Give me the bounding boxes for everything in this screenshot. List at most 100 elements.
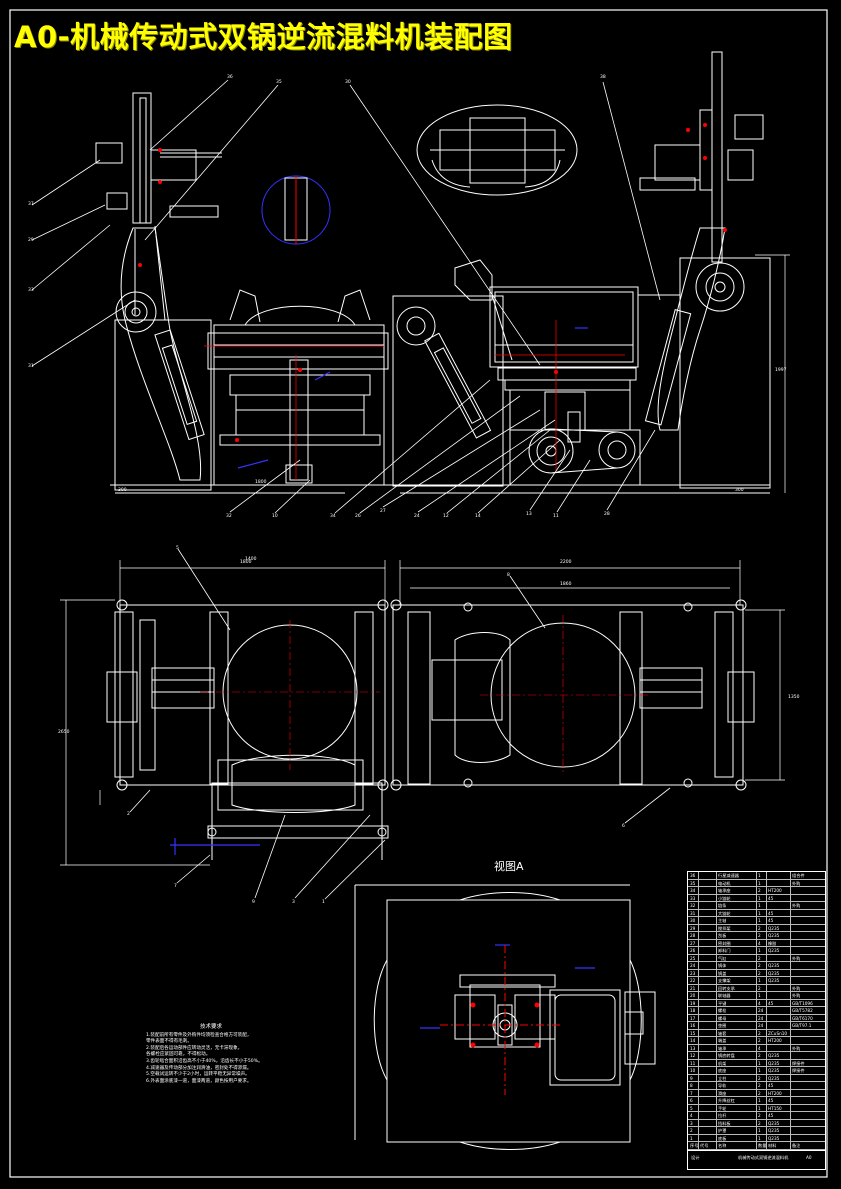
bom-cell: 36 [690, 873, 696, 878]
callout-number: 37 [28, 202, 34, 207]
callout-number: 28 [604, 512, 610, 517]
bom-cell: 6 [690, 1098, 693, 1103]
bom-cell: 卸料门 [718, 948, 731, 953]
bom-cell: 主轴 [718, 918, 727, 923]
bom-cell: Q235 [768, 963, 780, 968]
bom-cell: 锅盖 [718, 970, 727, 976]
callout-number: 24 [414, 514, 420, 519]
callout-number: 8 [507, 573, 510, 578]
view-a [354, 884, 656, 1150]
bom-header-cell: 代号 [700, 1143, 709, 1148]
bom-cell: 35 [690, 880, 696, 886]
bom-cell: 1 [758, 873, 761, 878]
bom-cell: 27 [690, 940, 696, 946]
dimension-label: 2200 [560, 560, 572, 565]
bom-cell: Q235 [768, 1075, 780, 1081]
bom-cell: 组合件 [792, 873, 805, 878]
bom-cell: 1 [758, 1105, 761, 1111]
title-block: 设计 机械传动式双锅逆流混料机 A0 [688, 1150, 825, 1169]
bom-cell: Q235 [768, 1060, 780, 1066]
bom-cell: 2 [758, 1090, 761, 1096]
bom-cell: 13 [690, 1045, 696, 1051]
bom-cell: 底座 [718, 1068, 727, 1073]
bom-cell: 锅底转盘 [718, 1053, 735, 1058]
bom-cell: 23 [690, 970, 696, 976]
note-line: 各螺栓应紧固可靠，不得松动。 [146, 1052, 211, 1058]
bom-cell: 1 [758, 903, 761, 908]
bom-cell: 1 [758, 895, 761, 901]
bom-cell: 外购 [792, 955, 801, 961]
bom-cell: 18 [690, 1008, 696, 1013]
bom-cell: 2 [758, 888, 761, 893]
bom-cell: 5 [690, 1105, 693, 1111]
callout-number: 27 [380, 509, 386, 514]
bom-cell: 24 [758, 1015, 764, 1021]
bom-cell: 19 [690, 1000, 696, 1006]
bom-cell: 升降丝杠 [718, 1098, 735, 1103]
bom-cell: 45 [768, 1083, 774, 1088]
bom-cell: 2 [758, 933, 761, 938]
bom-cell: 1 [758, 978, 761, 983]
bom-cell: 大链轮 [718, 910, 731, 916]
bom-cell: 护罩 [718, 1128, 727, 1133]
bom-cell: 焊接件 [792, 1068, 805, 1073]
notes-title: 技术要求 [199, 1024, 222, 1030]
callout-number: 33 [28, 288, 34, 293]
notes-lines: 1.装配前所有零件及外购件均须检查合格方可装配， 零件表面不得有毛刺。2.装配后… [146, 1033, 276, 1086]
callout-number: 30 [345, 80, 351, 85]
callout-number: 38 [600, 75, 606, 80]
callout-number: 32 [226, 514, 232, 519]
bom-cell: 垫圈 [718, 1023, 727, 1028]
bom-cell: GB/T1096 [792, 1000, 813, 1006]
bom-cell: 外购 [792, 903, 801, 908]
bom-cell: 端盖 [718, 1038, 727, 1043]
bom-cell: 2 [690, 1128, 693, 1133]
dimension-label: 2650 [58, 730, 70, 735]
bom-cell: 32 [690, 903, 696, 908]
dimensions-top [204, 254, 790, 493]
bom-cell: 1 [758, 1068, 761, 1073]
bom-cell: 24 [758, 1023, 764, 1028]
bom-cell: 45 [768, 1000, 774, 1006]
dimension-label: 300 [118, 488, 127, 493]
bom-cell: 29 [690, 925, 696, 931]
bom-cell: 1 [758, 1060, 761, 1066]
bom-cell: 密封圈 [718, 940, 731, 946]
bom-cell: 24 [758, 1008, 764, 1013]
note-line: 6.外表面涂底漆一道，面漆两道，颜色按用户要求。 [146, 1078, 252, 1084]
bom-cell: 螺母 [718, 1015, 727, 1021]
bom-cell: 外购 [792, 993, 801, 998]
bom-cell: 4 [690, 1113, 693, 1118]
bom-cell: 45 [768, 918, 774, 923]
dimension-label: 300 [735, 488, 744, 493]
bom-cell: 30 [690, 918, 696, 923]
bom-cell: 外购 [792, 880, 801, 886]
callout-number: 11 [553, 514, 559, 519]
bom-cell: 11 [690, 1060, 696, 1066]
bom-cell: 15 [690, 1030, 696, 1036]
callout-number: 2 [127, 812, 130, 817]
bom-cell: 1 [758, 1098, 761, 1103]
bom-cell: 28 [690, 933, 696, 938]
bom-cell: HT200 [768, 888, 782, 893]
bom-cell: 橡胶 [768, 940, 777, 946]
note-line: 3.齿轮啮合面积沿齿高不小于40%，沿齿长不小于50%。 [146, 1058, 263, 1064]
front-elevation-view [95, 51, 771, 494]
callout-number: 31 [28, 364, 34, 369]
bom-cell: HT200 [768, 1090, 782, 1096]
bom-cell: 1 [690, 1135, 693, 1141]
dimensions-plan [60, 560, 785, 866]
callout-number: 10 [272, 514, 278, 519]
bom-header-cell: 数量 [758, 1143, 767, 1148]
bom-cell: 2 [758, 1030, 761, 1036]
bom-cell: 7 [690, 1090, 693, 1096]
bom-cell: 轴承座 [718, 888, 731, 893]
callout-number: 5 [176, 546, 179, 551]
title-block-left: 设计 [691, 1155, 700, 1160]
note-line: 1.装配前所有零件及外购件均须检查合格方可装配， [146, 1032, 252, 1038]
bom-cell: 焊接件 [792, 1060, 805, 1066]
dimension-label: 1800 [240, 560, 252, 565]
bom-cell: 1 [758, 880, 761, 886]
bom-cell: 2 [758, 1113, 761, 1118]
